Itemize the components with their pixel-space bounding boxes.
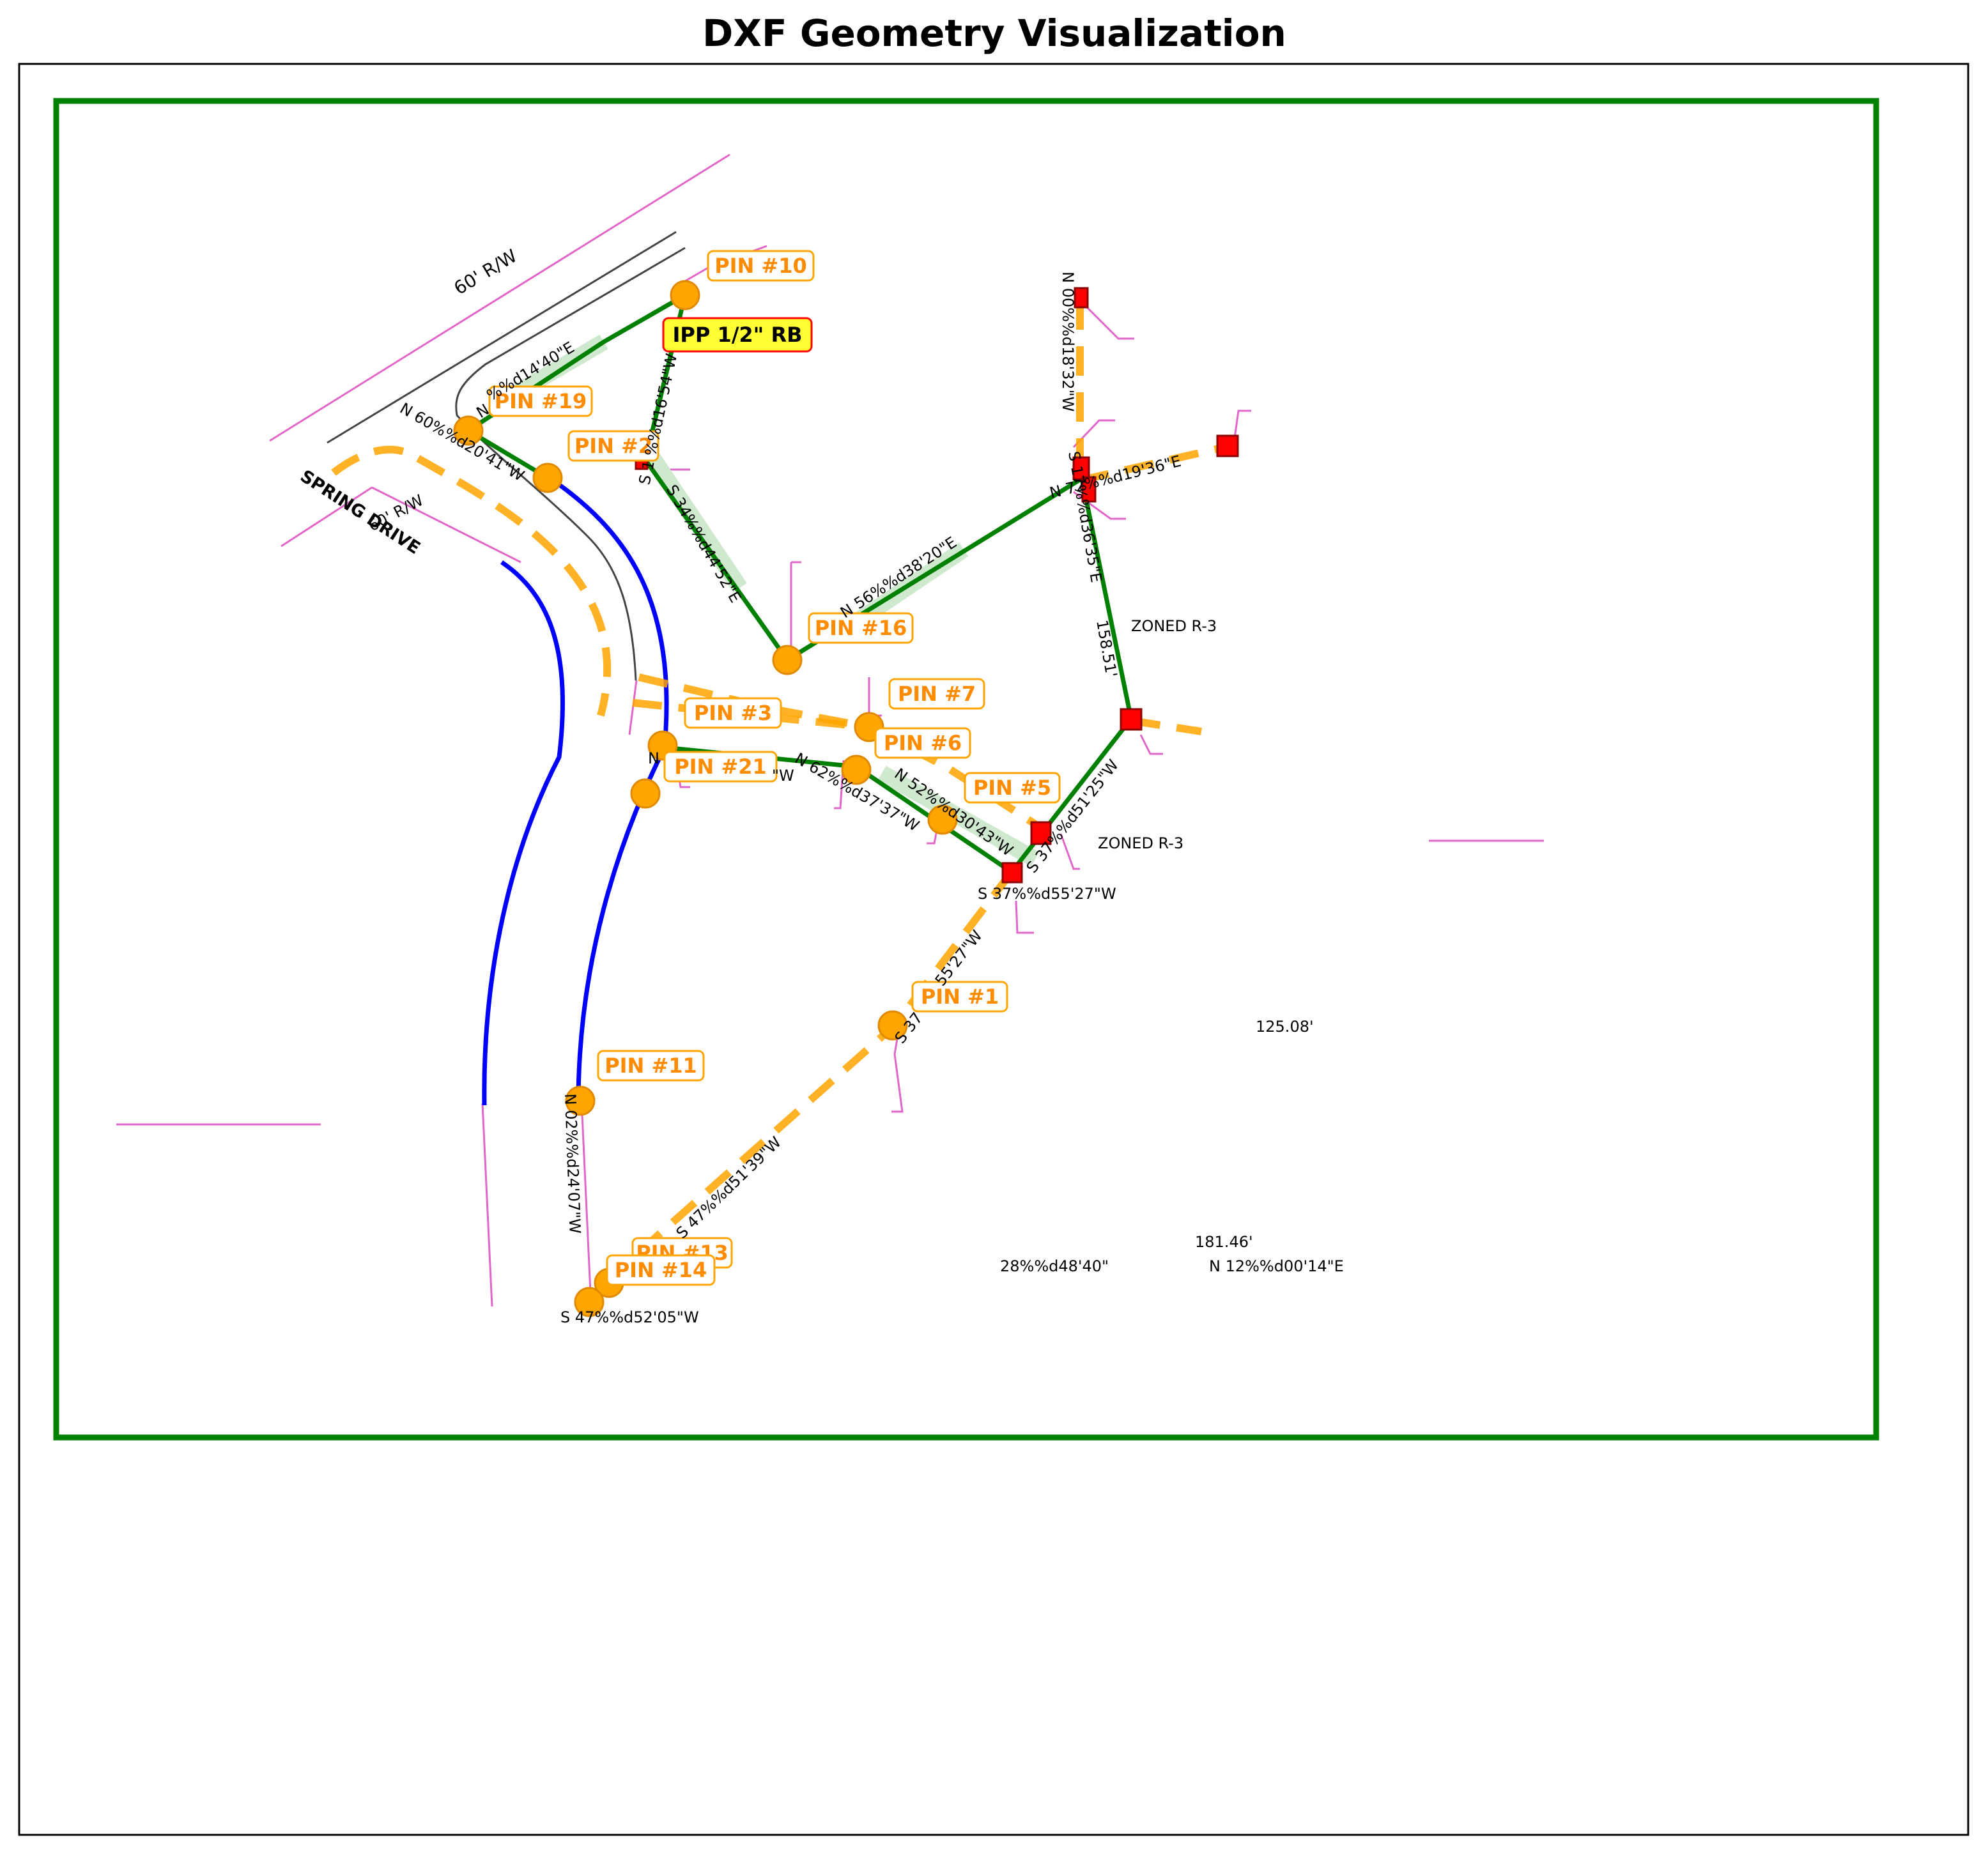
pin-label: PIN #1 [921,984,999,1009]
ipp-label-box [662,317,813,353]
bearing-label: S 17%%d36'35"E [1065,450,1106,584]
plot-frame [18,63,1969,1836]
pin-label: PIN #21 [674,755,767,779]
bearing-label: S 37%%d55'27"W [978,885,1116,903]
boundary-rectangle [53,98,1879,1441]
bearing-fragment: "W [772,767,794,785]
angle-note: 28%%d48'40" [1000,1257,1109,1275]
bearing-label: N 56%%d38'20"E [837,533,960,622]
pin-label: PIN #16 [815,616,907,640]
bearing-label: N 12%%d00'14"E [1209,1257,1344,1275]
pin-label: PIN #11 [605,1053,697,1078]
pin-label-box [874,727,971,759]
bearing-fragment: 55'27"W [932,927,986,990]
pin-label-box [888,678,985,710]
pin-label-box [684,697,782,729]
pin-label-box [707,250,815,282]
distance-label: 181.46' [1195,1233,1253,1251]
pin-label: PIN #10 [714,254,807,278]
bearing-fragment: N [648,749,659,767]
pin-label-box [606,1254,716,1286]
leader-lines [116,153,1544,1307]
zone-note: ZONED R-3 [1131,617,1217,635]
pin-label-box [808,612,914,644]
pin-label-box [488,385,593,417]
pin-label: PIN #19 [495,389,587,413]
pin-label: PIN #7 [898,682,976,706]
pin-label-box [663,751,778,783]
chart-title: DXF Geometry Visualization [702,11,1286,55]
distance-label: 125.08' [1256,1018,1314,1036]
pin-label: PIN #5 [973,776,1051,800]
bearing-label: S 47%%d52'05"W [560,1308,699,1326]
monuments [635,287,1239,884]
pin-label-box [911,981,1008,1013]
bearing-label: N 00%%d18'32"W [1059,272,1077,411]
zone-note: ZONED R-3 [1098,834,1183,852]
pin-label-box [597,1050,705,1082]
pin-label-box [964,772,1061,804]
pin-label-box [567,430,659,462]
bearing-label: S 47%%d51'39"W [673,1133,785,1243]
pin-label: PIN #14 [615,1258,707,1282]
pin-label: PIN #2 [574,434,652,458]
pin-label: PIN #6 [884,731,962,755]
ipp-label: IPP 1/2" RB [672,323,802,347]
bearing-label: S 34%%d44'52"E [663,482,744,606]
curb-lines [327,231,686,681]
pin-label: PIN #3 [694,701,772,725]
distance-label: 158.51' [1093,618,1120,678]
